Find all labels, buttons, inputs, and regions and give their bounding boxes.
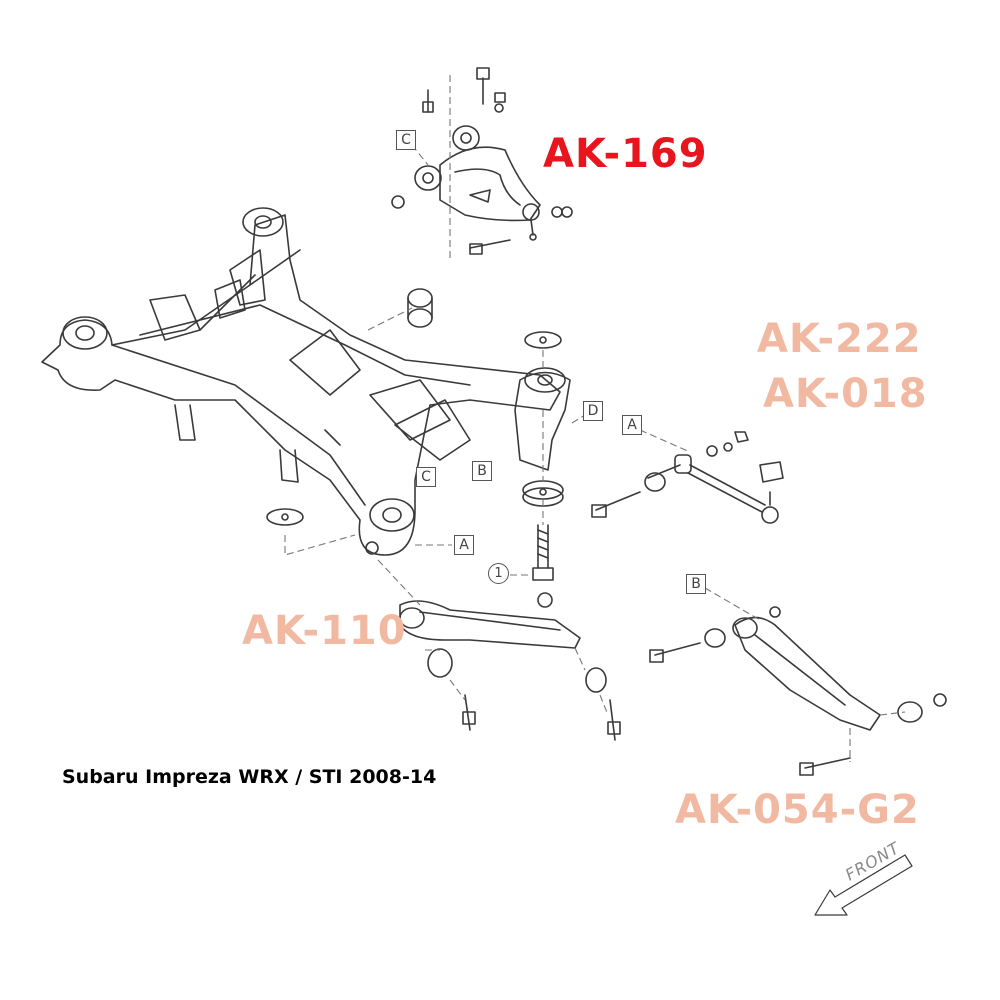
ref-marker-1: 1: [488, 563, 509, 584]
lateral-link: [591, 431, 784, 524]
upper-arm-bolts: [391, 67, 573, 255]
part-label-ak-169: AK-169: [543, 131, 708, 177]
ref-marker-b-right: B: [686, 574, 706, 594]
part-label-ak-054-g2: AK-054-G2: [675, 787, 920, 833]
ref-marker-c-mid: C: [416, 467, 436, 487]
part-label-ak-110: AK-110: [242, 608, 407, 654]
ref-marker-a-right: A: [622, 415, 642, 435]
ref-marker-c-top: C: [396, 130, 416, 150]
front-arrow: [814, 854, 913, 916]
ref-marker-b-mid: B: [472, 461, 492, 481]
part-label-ak-222: AK-222: [757, 316, 922, 362]
subframe-mount-bushings: [266, 288, 571, 526]
trailing-arm: [649, 606, 947, 776]
rear-subframe: [41, 207, 561, 556]
part-label-ak-018: AK-018: [763, 371, 928, 417]
vehicle-caption: Subaru Impreza WRX / STI 2008-14: [62, 766, 437, 788]
upper-control-arm: [414, 125, 541, 241]
leader-lines: [284, 75, 906, 762]
subframe-bolt: [532, 524, 554, 581]
ref-marker-d: D: [583, 401, 603, 421]
ref-marker-a-left: A: [454, 535, 474, 555]
